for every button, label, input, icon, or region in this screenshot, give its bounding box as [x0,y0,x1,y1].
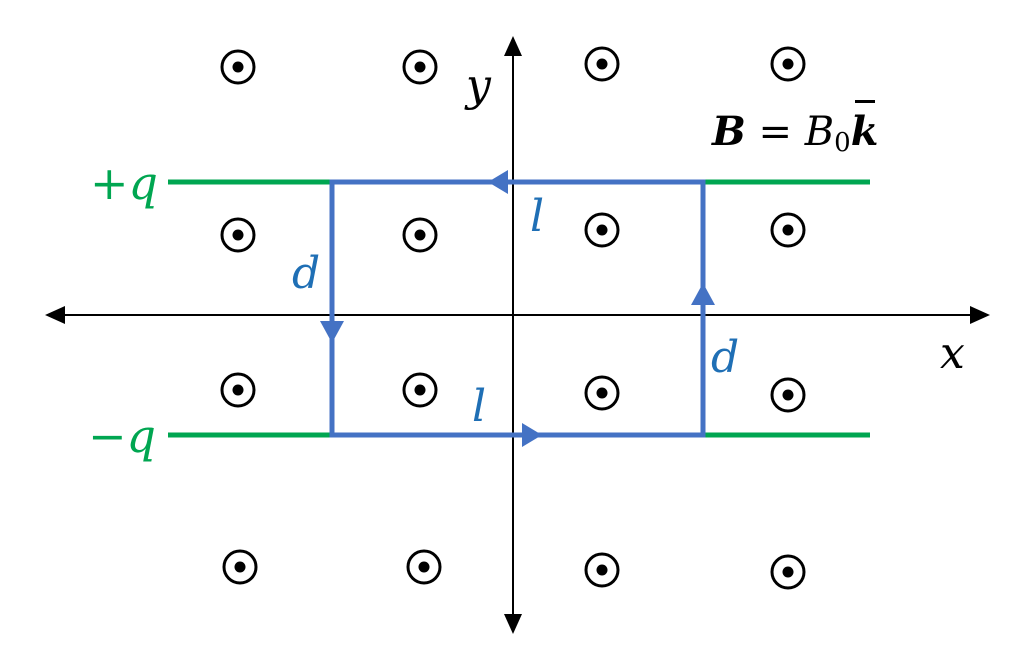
field-out-of-page-icon [770,46,806,82]
field-out-of-page-icon [220,49,256,85]
y-axis-arrow-down-icon [504,614,522,634]
field-out-of-page-icon [220,217,256,253]
field-out-of-page-icon [402,372,438,408]
field-out-of-page-icon [770,212,806,248]
amperian-loop [329,179,706,438]
field-equation: B = B0k [712,100,879,158]
loop-arrow-left-icon [320,321,344,343]
k-hat-unit-vector: k [850,100,879,155]
field-out-of-page-icon [402,217,438,253]
field-vector-symbol: B [712,108,746,155]
field-magnitude-symbol: B [804,109,835,155]
field-out-of-page-icon [220,372,256,408]
field-equals: = [745,109,805,155]
loop-arrow-right-icon [691,283,715,305]
field-out-of-page-icon [584,375,620,411]
loop-side-d-right: d [711,332,740,383]
loop-side-l-bottom: l [472,381,487,432]
loop-arrow-top-icon [488,170,508,194]
field-out-of-page-icon [584,552,620,588]
loop-arrow-bottom-icon [522,423,542,447]
y-axis-arrow-up-icon [504,36,522,56]
minus-q-label: −q [88,409,156,463]
loop-side-l-top: l [530,191,545,242]
y-axis [504,36,522,634]
y-axis-label: y [466,60,491,111]
field-out-of-page-icon [406,549,442,585]
field-magnitude-subscript: 0 [834,128,851,158]
x-axis [45,306,990,324]
field-out-of-page-icon [584,212,620,248]
field-out-of-page-icon [770,554,806,590]
field-out-of-page-icon [402,49,438,85]
plus-q-label: +q [90,156,158,210]
x-axis-arrow-right-icon [970,306,990,324]
field-markers [220,46,806,590]
field-out-of-page-icon [770,377,806,413]
field-out-of-page-icon [584,46,620,82]
x-axis-label: x [940,328,965,379]
loop-side-d-left: d [292,248,321,299]
field-out-of-page-icon [222,549,258,585]
x-axis-arrow-left-icon [45,306,65,324]
